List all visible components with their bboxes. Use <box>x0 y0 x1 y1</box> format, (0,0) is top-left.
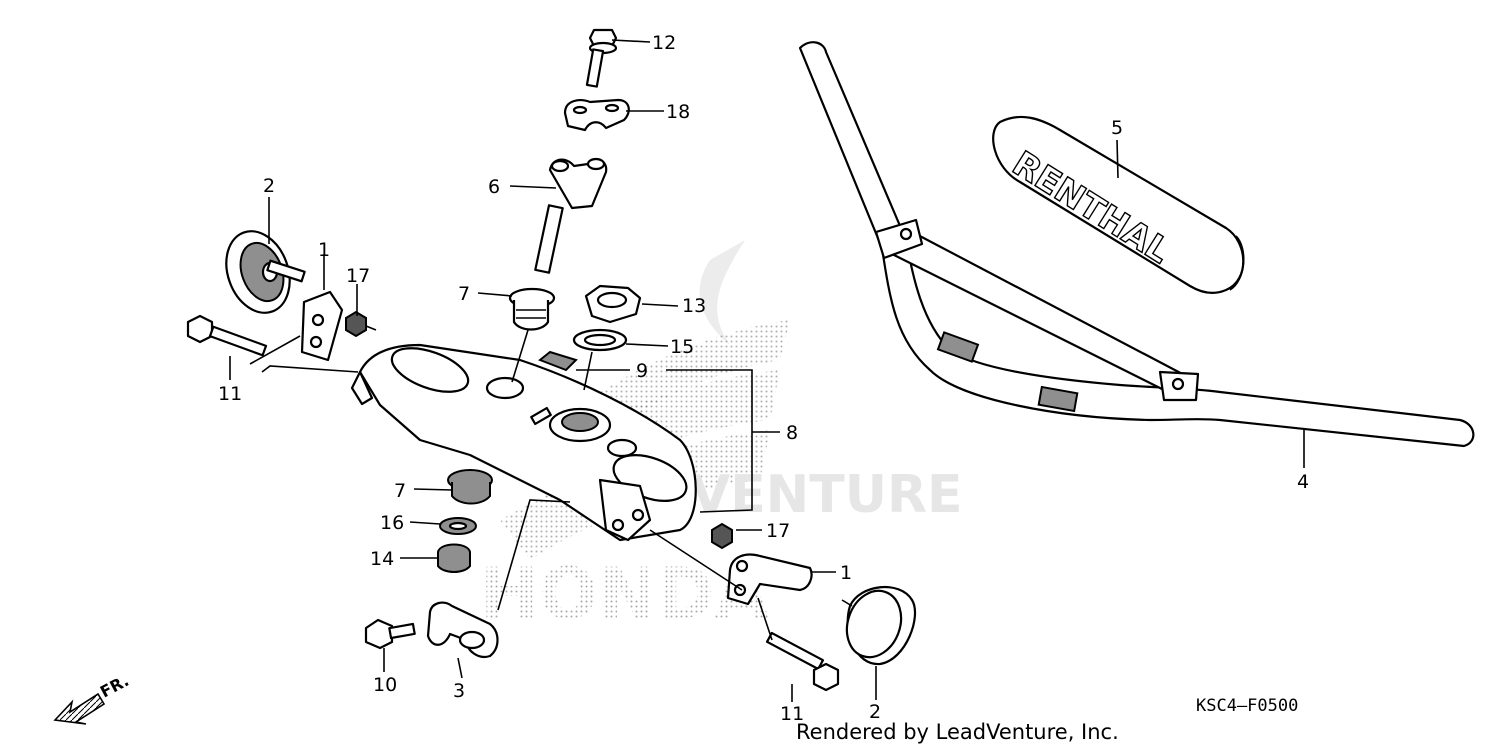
top-bridge-8 <box>350 343 697 542</box>
bar-pad-5: RENTHAL <box>992 115 1245 295</box>
callout-11-left: 11 <box>218 383 242 405</box>
callout-13: 13 <box>682 295 706 317</box>
callout-labels: 12 18 6 2 1 17 11 7 13 15 9 8 5 4 7 16 1… <box>218 32 1309 725</box>
callout-4: 4 <box>1297 471 1309 493</box>
plate-9 <box>538 350 578 372</box>
front-direction-arrow-icon: FR. <box>53 671 132 725</box>
callout-5: 5 <box>1111 117 1123 139</box>
callout-9: 9 <box>636 360 648 382</box>
weight-2-right <box>841 586 917 666</box>
watermark-honda-text: HONDA <box>480 553 769 635</box>
handlebar-4 <box>798 41 1475 448</box>
bolt-10 <box>364 618 416 650</box>
handlebar-upper-holder-18 <box>563 98 630 132</box>
clamp-3 <box>426 601 499 658</box>
callout-15: 15 <box>670 336 694 358</box>
callout-6: 6 <box>488 176 500 198</box>
render-credit: Rendered by LeadVenture, Inc. <box>796 720 1119 744</box>
callout-7-upper: 7 <box>458 283 470 305</box>
bolt-12 <box>585 28 618 88</box>
bracket-1-left <box>300 290 344 362</box>
bracket-1-right <box>726 553 813 606</box>
nut-17-right <box>711 522 733 550</box>
callout-14: 14 <box>370 548 394 570</box>
callout-8: 8 <box>786 422 798 444</box>
callout-17-left: 17 <box>346 265 370 287</box>
nut-14 <box>437 543 471 573</box>
leader-lines <box>229 39 1305 702</box>
callout-18: 18 <box>666 101 690 123</box>
weight-2-left <box>225 230 306 314</box>
fr-label: FR. <box>97 671 132 702</box>
nut-13 <box>584 284 642 324</box>
callout-16: 16 <box>380 512 404 534</box>
callout-10: 10 <box>373 674 397 696</box>
callout-11-right: 11 <box>780 703 804 725</box>
washer-16 <box>439 517 477 535</box>
washer-15 <box>572 328 628 352</box>
nut-17-left <box>345 310 377 338</box>
callout-1-left: 1 <box>318 239 330 261</box>
watermark-venture-text: VENTURE <box>690 465 963 525</box>
diagram-code: KSC4—F0500 <box>1196 696 1298 716</box>
callout-17-right: 17 <box>766 520 790 542</box>
callout-1-right: 1 <box>840 562 852 584</box>
bolt-11-right <box>765 631 840 692</box>
callout-2-right: 2 <box>869 701 881 723</box>
callout-3: 3 <box>453 680 465 702</box>
cap-7-upper <box>508 287 556 331</box>
handlebar-lower-holder-6 <box>534 157 608 274</box>
callout-7-lower: 7 <box>394 480 406 502</box>
cap-7-lower <box>447 469 493 505</box>
callout-2-left: 2 <box>263 175 275 197</box>
bolt-11-left <box>186 314 268 357</box>
callout-12: 12 <box>652 32 676 54</box>
